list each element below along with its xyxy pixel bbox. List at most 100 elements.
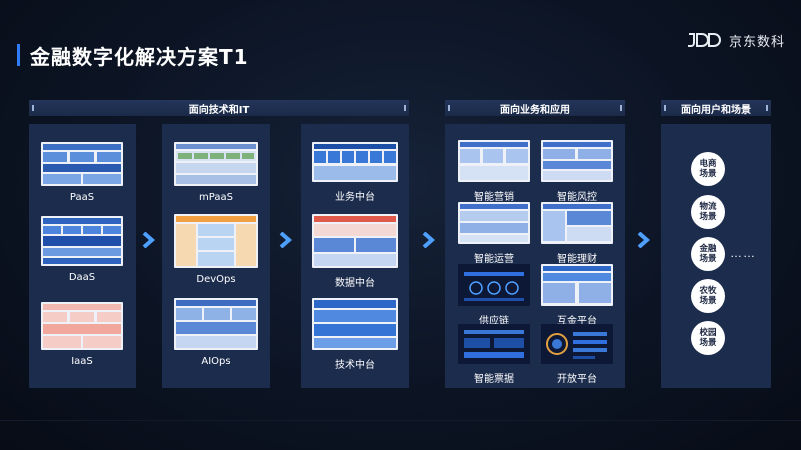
item-label: 智能理财 (557, 254, 597, 265)
item-internet-finance-platform[interactable]: 互金平台 (541, 264, 613, 327)
item-smart-operation[interactable]: 智能运营 (458, 202, 530, 265)
scenario-campus[interactable]: 校园 场景 (691, 321, 725, 355)
item-supply-chain[interactable]: 供应链 (458, 264, 530, 327)
section-header-tech: 面向技术和IT (29, 100, 409, 116)
architecture-diagram-icon (458, 264, 530, 306)
internet-finance-thumbnail (541, 264, 613, 306)
item-aiops[interactable]: AIOps (174, 298, 258, 367)
open-platform-thumbnail (541, 324, 613, 364)
item-data-middle[interactable]: 数据中台 (312, 214, 398, 289)
data-middle-diagram-thumbnail (312, 214, 398, 268)
item-label: 开放平台 (557, 374, 597, 385)
smart-wealth-thumbnail (541, 202, 613, 244)
item-label: IaaS (71, 356, 93, 367)
scenario-label: 农牧 (699, 286, 717, 296)
chevron-right-icon (141, 231, 156, 249)
iaas-diagram-thumbnail (41, 302, 123, 350)
scenario-label: 电商 (699, 159, 717, 169)
architecture-diagram-icon (543, 266, 611, 303)
item-smart-bill[interactable]: 智能票据 (458, 324, 530, 385)
item-label: 数据中台 (335, 278, 375, 289)
scenario-label: 校园 (699, 328, 717, 338)
scenario-label: 场景 (699, 169, 717, 179)
item-daas[interactable]: DaaS (41, 216, 123, 283)
scenario-finance[interactable]: 金融 场景 (691, 237, 725, 271)
architecture-diagram-icon (460, 142, 528, 180)
architecture-diagram-icon (460, 204, 528, 242)
item-mpaas[interactable]: mPaaS (174, 142, 258, 203)
architecture-diagram-icon (541, 324, 613, 364)
divider (0, 420, 801, 421)
section-header-users: 面向用户和场景 (661, 100, 771, 116)
item-paas[interactable]: PaaS (41, 142, 123, 203)
architecture-diagram-icon (543, 204, 611, 241)
architecture-diagram-icon (314, 144, 396, 180)
item-label: DevOps (196, 274, 236, 285)
tech-middle-diagram-thumbnail (312, 298, 398, 350)
chevron-right-icon (421, 231, 436, 249)
paas-diagram-thumbnail (41, 142, 123, 186)
architecture-diagram-icon (458, 324, 530, 364)
scenario-label: 场景 (699, 254, 717, 264)
item-label: 智能营销 (474, 192, 514, 203)
aiops-diagram-thumbnail (174, 298, 258, 350)
architecture-diagram-icon (43, 304, 121, 348)
chevron-right-icon (278, 231, 293, 249)
item-smart-wealth[interactable]: 智能理财 (541, 202, 613, 265)
business-middle-diagram-thumbnail (312, 142, 398, 182)
item-label: 智能风控 (557, 192, 597, 203)
mpaas-diagram-thumbnail (174, 142, 258, 186)
daas-diagram-thumbnail (41, 216, 123, 266)
jdd-logo-icon (688, 33, 721, 47)
item-label: AIOps (201, 356, 231, 367)
item-label: DaaS (68, 272, 96, 283)
panel-business-apps: 智能营销 智能风控 (445, 124, 625, 388)
panel-infrastructure: PaaS DaaS (29, 124, 136, 388)
scenario-label: 场景 (699, 212, 717, 222)
item-smart-risk[interactable]: 智能风控 (541, 140, 613, 203)
scenario-label: 物流 (699, 202, 717, 212)
panel-middle-platforms: 业务中台 数据中台 (301, 124, 409, 388)
item-label: 智能票据 (474, 374, 514, 385)
architecture-diagram-icon (314, 300, 396, 348)
architecture-diagram-icon (43, 218, 121, 264)
scenario-label: 金融 (699, 244, 717, 254)
item-label: 技术中台 (335, 360, 375, 371)
scenario-logistics[interactable]: 物流 场景 (691, 195, 725, 229)
more-ellipsis: …… (730, 246, 756, 260)
architecture-diagram-icon (543, 142, 611, 180)
architecture-diagram-icon (314, 216, 396, 266)
smart-bill-thumbnail (458, 324, 530, 364)
smart-operation-thumbnail (458, 202, 530, 244)
scenario-ecommerce[interactable]: 电商 场景 (691, 152, 725, 186)
brand-name: 京东数科 (729, 34, 786, 50)
item-label: 业务中台 (335, 192, 375, 203)
devops-diagram-thumbnail (174, 214, 258, 268)
item-tech-middle[interactable]: 技术中台 (312, 298, 398, 371)
smart-marketing-thumbnail (458, 140, 530, 182)
architecture-diagram-icon (176, 144, 256, 184)
scenario-agriculture[interactable]: 农牧 场景 (691, 279, 725, 313)
item-iaas[interactable]: IaaS (41, 302, 123, 367)
brand-logo: 京东数科 (687, 30, 785, 50)
supply-chain-thumbnail (458, 264, 530, 306)
architecture-diagram-icon (176, 300, 256, 348)
title-accent-bar (17, 44, 20, 66)
item-business-middle[interactable]: 业务中台 (312, 142, 398, 203)
scenario-label: 场景 (699, 338, 717, 348)
item-label: 互金平台 (557, 316, 597, 327)
item-devops[interactable]: DevOps (174, 214, 258, 285)
item-label: mPaaS (199, 192, 233, 203)
item-open-platform[interactable]: 开放平台 (541, 324, 613, 385)
chevron-right-icon (636, 231, 651, 249)
smart-risk-thumbnail (541, 140, 613, 182)
section-header-business: 面向业务和应用 (445, 100, 625, 116)
item-label: 供应链 (479, 316, 509, 327)
architecture-diagram-icon (43, 144, 121, 184)
item-label: PaaS (69, 192, 95, 203)
item-label: 智能运营 (474, 254, 514, 265)
item-smart-marketing[interactable]: 智能营销 (458, 140, 530, 203)
scenario-label: 场景 (699, 296, 717, 306)
page-title: 金融数字化解决方案T1 (30, 45, 249, 69)
architecture-diagram-icon (176, 216, 256, 266)
